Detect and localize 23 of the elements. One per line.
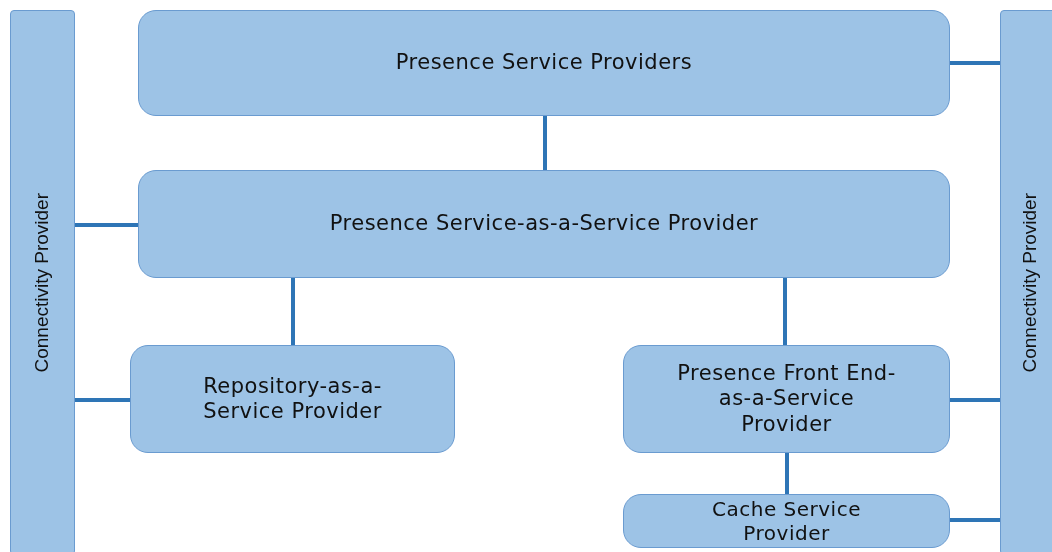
provider-box <box>138 10 950 116</box>
connector-line <box>543 116 547 170</box>
provider-label: Presence Front End-as-a-Service Provider <box>676 361 897 437</box>
provider-label: Connectivity Provider <box>31 192 54 373</box>
provider-label: Connectivity Provider <box>1018 192 1041 373</box>
side-band <box>1000 10 1052 552</box>
provider-box <box>130 345 455 453</box>
connector-line <box>950 61 1000 65</box>
connector-line <box>785 453 789 494</box>
connector-line <box>950 518 1000 522</box>
provider-label: Cache Service Provider <box>711 497 862 545</box>
connector-line <box>291 278 295 345</box>
connector-line <box>950 398 1000 402</box>
connector-line <box>75 398 130 402</box>
provider-box <box>623 494 950 548</box>
connector-line <box>783 278 787 345</box>
side-band <box>10 10 75 552</box>
provider-label: Presence Service Providers <box>395 50 693 76</box>
provider-box <box>138 170 950 278</box>
connector-line <box>75 223 138 227</box>
provider-box <box>623 345 950 453</box>
provider-label: Repository-as-a-Service Provider <box>202 373 383 425</box>
provider-label: Presence Service-as-a-Service Provider <box>329 211 759 237</box>
